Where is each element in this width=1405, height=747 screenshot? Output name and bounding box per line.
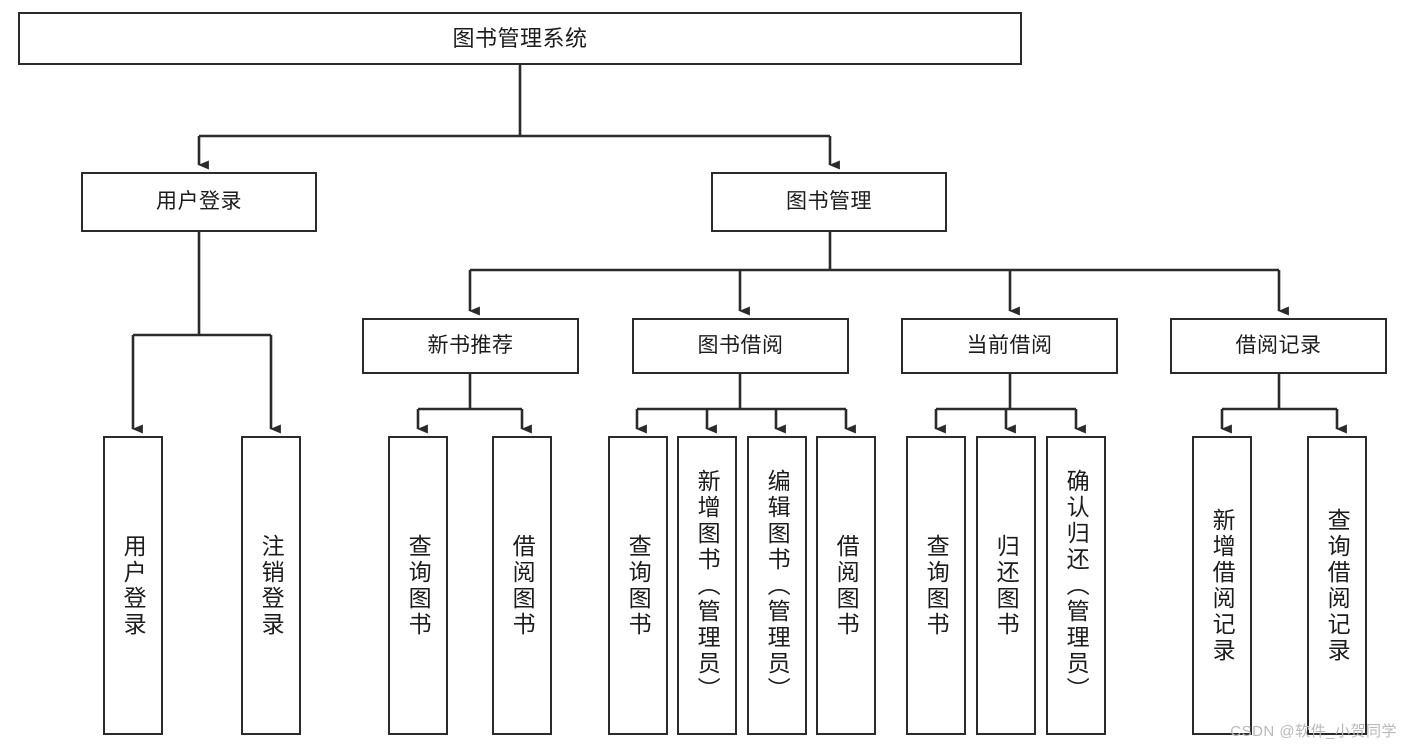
node-leaf-query-book-3[interactable]: 查询图书: [906, 436, 966, 735]
node-leaf-logout-label: 注销登录: [258, 533, 285, 638]
node-leaf-borrow-book-2[interactable]: 借阅图书: [816, 436, 876, 735]
node-leaf-return-book-label: 归还图书: [993, 533, 1020, 638]
node-user-login-label: 用户登录: [156, 189, 242, 213]
node-user-login[interactable]: 用户登录: [81, 172, 317, 232]
node-root-label: 图书管理系统: [452, 25, 588, 51]
node-leaf-confirm-return-label: 确认归还（管理员）: [1063, 468, 1090, 703]
node-current-borrow-label: 当前借阅: [966, 333, 1053, 357]
node-leaf-query-record-label: 查询借阅记录: [1324, 507, 1351, 664]
node-leaf-query-book-1[interactable]: 查询图书: [388, 436, 448, 735]
node-book-borrow-label: 图书借阅: [697, 333, 784, 357]
node-leaf-add-record-label: 新增借阅记录: [1209, 507, 1236, 664]
node-book-borrow[interactable]: 图书借阅: [632, 318, 849, 374]
node-leaf-borrow-book-2-label: 借阅图书: [833, 533, 860, 638]
node-leaf-confirm-return[interactable]: 确认归还（管理员）: [1046, 436, 1106, 735]
node-leaf-borrow-book-1-label: 借阅图书: [509, 533, 536, 638]
node-leaf-edit-book-label: 编辑图书（管理员）: [764, 468, 791, 703]
node-borrow-record-label: 借阅记录: [1235, 333, 1322, 357]
node-borrow-record[interactable]: 借阅记录: [1170, 318, 1387, 374]
node-leaf-logout[interactable]: 注销登录: [241, 436, 301, 735]
node-leaf-user-login-label: 用户登录: [120, 533, 147, 638]
node-leaf-add-book-label: 新增图书（管理员）: [694, 468, 721, 703]
node-leaf-query-book-2-label: 查询图书: [625, 533, 652, 638]
node-leaf-query-record[interactable]: 查询借阅记录: [1307, 436, 1367, 735]
node-leaf-add-book[interactable]: 新增图书（管理员）: [677, 436, 737, 735]
node-new-book-rec[interactable]: 新书推荐: [362, 318, 579, 374]
node-root[interactable]: 图书管理系统: [18, 12, 1022, 65]
node-leaf-borrow-book-1[interactable]: 借阅图书: [492, 436, 552, 735]
node-leaf-query-book-3-label: 查询图书: [923, 533, 950, 638]
node-leaf-add-record[interactable]: 新增借阅记录: [1192, 436, 1252, 735]
node-book-manage[interactable]: 图书管理: [711, 172, 947, 232]
node-leaf-query-book-1-label: 查询图书: [405, 533, 432, 638]
node-new-book-rec-label: 新书推荐: [427, 333, 514, 357]
node-leaf-return-book[interactable]: 归还图书: [976, 436, 1036, 735]
node-current-borrow[interactable]: 当前借阅: [901, 318, 1118, 374]
node-leaf-user-login[interactable]: 用户登录: [103, 436, 163, 735]
node-leaf-edit-book[interactable]: 编辑图书（管理员）: [747, 436, 807, 735]
csdn-watermark: CSDN @软件_小贺同学: [1230, 723, 1397, 740]
node-book-manage-label: 图书管理: [786, 189, 872, 213]
node-leaf-query-book-2[interactable]: 查询图书: [608, 436, 668, 735]
